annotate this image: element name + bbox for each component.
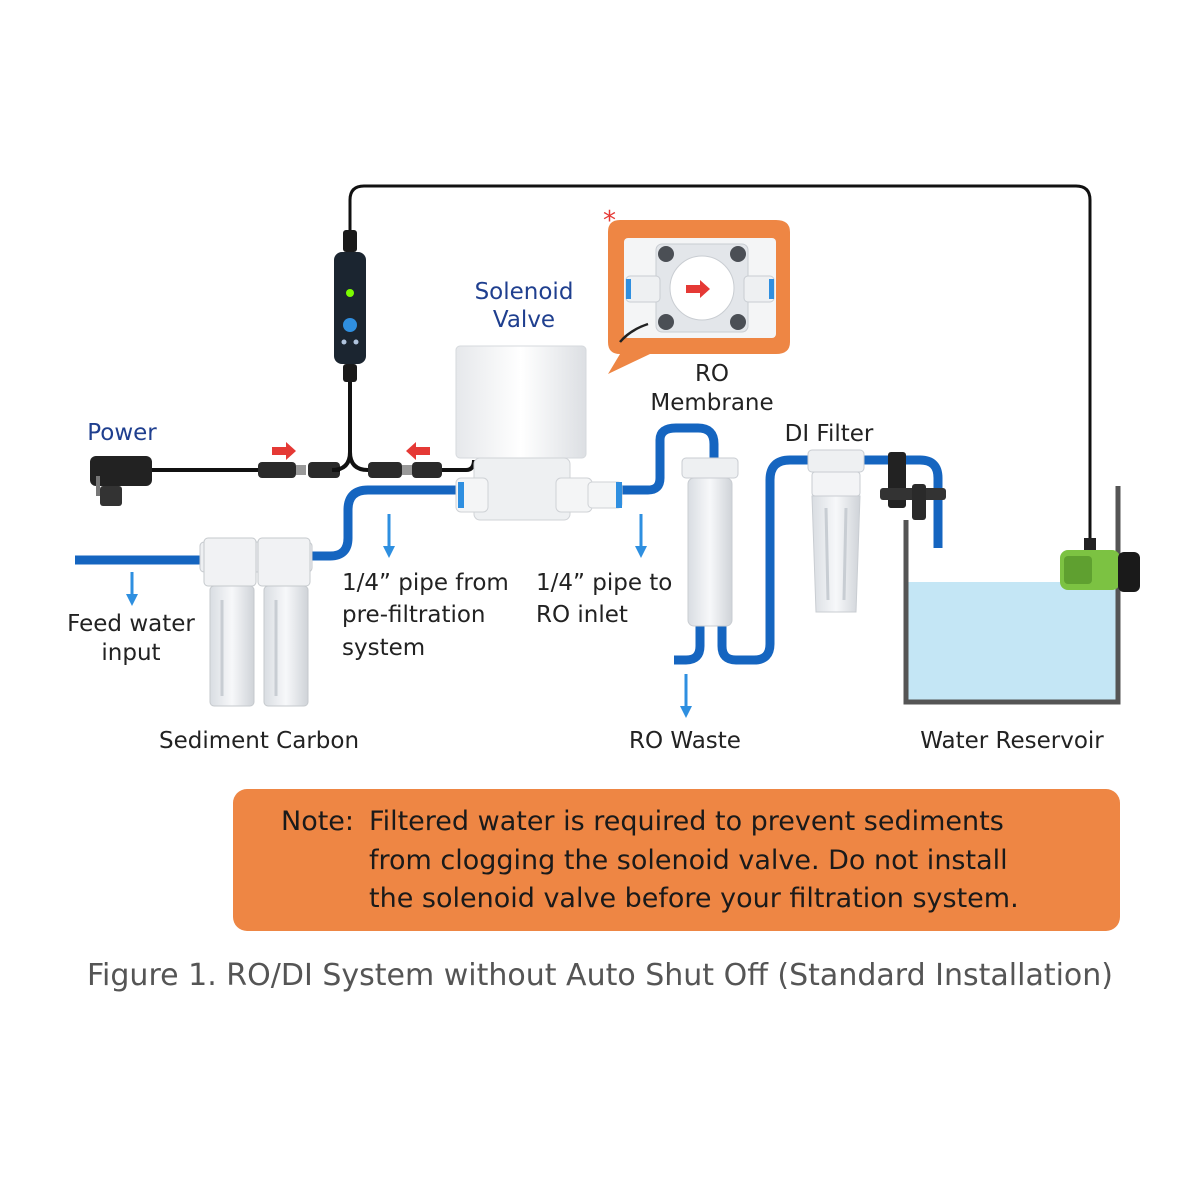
feed-water-label-line2: input (101, 640, 160, 666)
installation-diagram: * Solenoid Valve Power RO Membrane DI Fi… (67, 184, 1140, 754)
ro-membrane-label: RO (695, 361, 729, 387)
power-label: Power (87, 420, 157, 446)
note-indent (281, 880, 369, 919)
note-prefix: Note: (281, 806, 355, 837)
flow-arrow-feed (126, 572, 138, 606)
pipe-from-label-line3: system (342, 635, 425, 661)
feed-water-label: Feed water (67, 611, 195, 637)
flow-arrow-ro-waste (680, 674, 692, 718)
solenoid-valve-icon (455, 345, 623, 521)
reservoir-clip-icon (880, 452, 946, 520)
pipe-to-label-line2: RO inlet (536, 602, 628, 628)
ro-waste-label: RO Waste (629, 728, 741, 754)
water-reservoir-label: Water Reservoir (920, 728, 1104, 754)
note-line-3: the solenoid valve before your filtratio… (281, 880, 1019, 919)
note-line-3-text: the solenoid valve before your filtratio… (369, 883, 1019, 914)
note-line-1: Note: Filtered water is required to prev… (281, 803, 1019, 842)
flow-arrow-prefilter (383, 514, 395, 558)
note-line-2: from clogging the solenoid valve. Do not… (281, 842, 1019, 881)
sediment-carbon-filter-icon (199, 537, 313, 707)
flow-arrow-ro-inlet (635, 514, 647, 558)
direction-arrow-right (272, 442, 296, 460)
ro-waste-pipe (674, 625, 705, 665)
pipe-from-label-line2: pre-filtration (342, 602, 486, 628)
water-reservoir-icon (903, 486, 1121, 705)
pump-sensor-icon (1060, 538, 1140, 592)
di-filter-label: DI Filter (785, 421, 874, 447)
note-indent (281, 842, 369, 881)
direction-arrow-left (406, 442, 430, 460)
solenoid-valve-label-line2: Valve (493, 307, 555, 333)
note-text: Note: Filtered water is required to prev… (281, 803, 1019, 919)
ro-membrane-icon (681, 457, 739, 627)
control-cable (348, 184, 1092, 545)
di-filter-icon (807, 449, 865, 613)
cable-connector-left (258, 462, 340, 478)
valve-detail-callout (608, 220, 790, 374)
note-line-1-text: Filtered water is required to prevent se… (369, 806, 1004, 837)
asterisk-mark: * (603, 206, 616, 236)
sediment-carbon-label: Sediment Carbon (159, 728, 359, 754)
callout-direction-arrow (686, 280, 710, 298)
cable-connector-right (368, 462, 442, 478)
di-to-reservoir-pipe (856, 455, 943, 548)
pipe-to-label: 1/4” pipe to (536, 570, 672, 596)
controller-y-cable (331, 380, 369, 472)
note-box: Note: Filtered water is required to prev… (233, 789, 1120, 931)
pipe-to-ro-inlet (622, 423, 719, 495)
ro-membrane-label-line2: Membrane (650, 390, 773, 416)
ro-to-di-pipe (717, 455, 816, 665)
solenoid-valve-label: Solenoid (475, 279, 574, 305)
power-adapter-icon (90, 456, 152, 506)
pipe-from-label: 1/4” pipe from (342, 570, 509, 596)
valve-cable (442, 459, 476, 472)
controller-device-icon (334, 230, 366, 382)
pipe-from-prefilter (308, 485, 460, 561)
note-line-2-text: from clogging the solenoid valve. Do not… (369, 844, 1008, 876)
figure-caption: Figure 1. RO/DI System without Auto Shut… (86, 958, 1114, 993)
